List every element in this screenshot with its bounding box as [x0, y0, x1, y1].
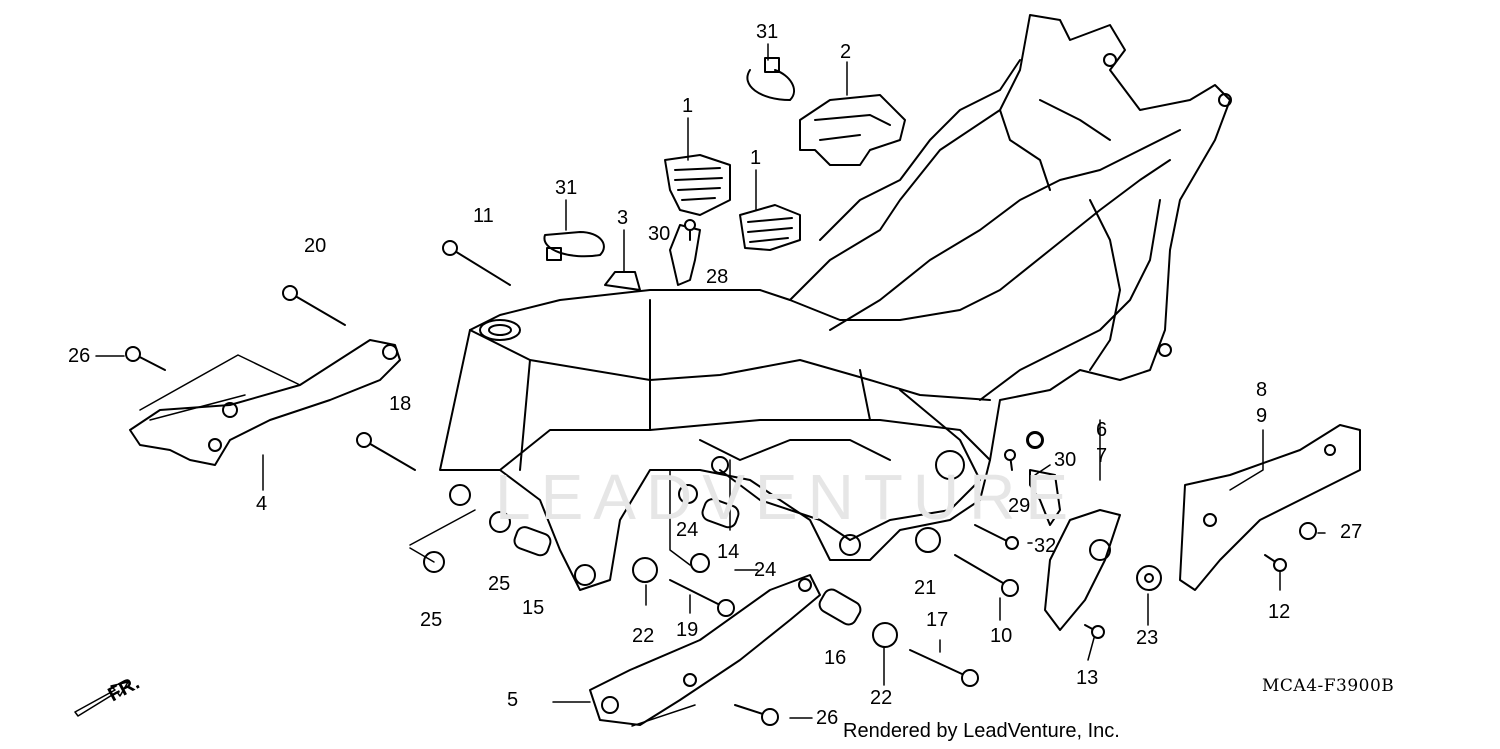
- callout-20: 20: [304, 235, 327, 257]
- callout-8: 8: [1256, 379, 1268, 401]
- callout-13: 13: [1076, 667, 1099, 689]
- part-5-bracket: [589, 574, 821, 726]
- credit-text: Rendered by LeadVenture, Inc.: [843, 720, 1120, 742]
- callout-5: 5: [507, 689, 519, 711]
- callout-12: 12: [1268, 601, 1291, 623]
- callout-9: 9: [1256, 405, 1268, 427]
- part-28-hook: [669, 224, 701, 286]
- callout-15: 15: [522, 597, 545, 619]
- callout-31: 31: [555, 177, 578, 199]
- callout-21: 21: [914, 577, 937, 599]
- callout-3: 3: [617, 207, 629, 229]
- callout-23: 23: [1136, 627, 1159, 649]
- front-arrow-icon: [74, 681, 129, 717]
- callout-1: 1: [682, 95, 694, 117]
- callout-25: 25: [488, 573, 511, 595]
- callout-28: 28: [706, 266, 729, 288]
- callout-16: 16: [824, 647, 847, 669]
- callout-27: 27: [1340, 521, 1363, 543]
- callout-31: 31: [756, 21, 779, 43]
- callout-19: 19: [676, 619, 699, 641]
- callout-11: 11: [473, 205, 494, 227]
- main-frame: [439, 14, 1232, 591]
- diagram-code: MCA4-F3900B: [1262, 676, 1395, 696]
- leader-lines: [95, 43, 1326, 727]
- callout-24: 24: [676, 519, 699, 541]
- callout-18: 18: [389, 393, 412, 415]
- part-3-tab: [604, 271, 641, 291]
- part-31-strap-left: [543, 231, 605, 261]
- callout-26: 26: [816, 707, 839, 729]
- callout-7: 7: [1096, 445, 1108, 467]
- callout-25: 25: [420, 609, 443, 631]
- part-8-9-plate: [1179, 424, 1361, 591]
- callout-26: 26: [68, 345, 91, 367]
- callout-30: 30: [1054, 449, 1077, 471]
- part-1-shield-upper: [664, 154, 731, 216]
- part-1-shield-lower: [739, 204, 801, 251]
- callout-22: 22: [632, 625, 655, 647]
- bolts: [125, 219, 1287, 726]
- callout-4: 4: [256, 493, 268, 515]
- callout-1: 1: [750, 147, 762, 169]
- watermark: LEADVENTURE: [495, 461, 1078, 533]
- nuts-bushings: [423, 432, 1317, 648]
- callout-30: 30: [648, 223, 671, 245]
- callout-6: 6: [1096, 419, 1108, 441]
- part-6-7-plate: [1044, 509, 1121, 631]
- callout-10: 10: [990, 625, 1013, 647]
- callout-32: 32: [1034, 535, 1057, 557]
- callout-29: 29: [1008, 495, 1031, 517]
- callout-2: 2: [840, 41, 852, 63]
- part-4-bracket: [129, 339, 401, 466]
- callout-22: 22: [870, 687, 893, 709]
- part-31-strap-top: [746, 57, 795, 101]
- callout-24: 24: [754, 559, 777, 581]
- callout-14: 14: [717, 541, 740, 563]
- part-29-clip: [1029, 469, 1061, 526]
- callout-17: 17: [926, 609, 949, 631]
- part-2-bracket: [799, 94, 906, 166]
